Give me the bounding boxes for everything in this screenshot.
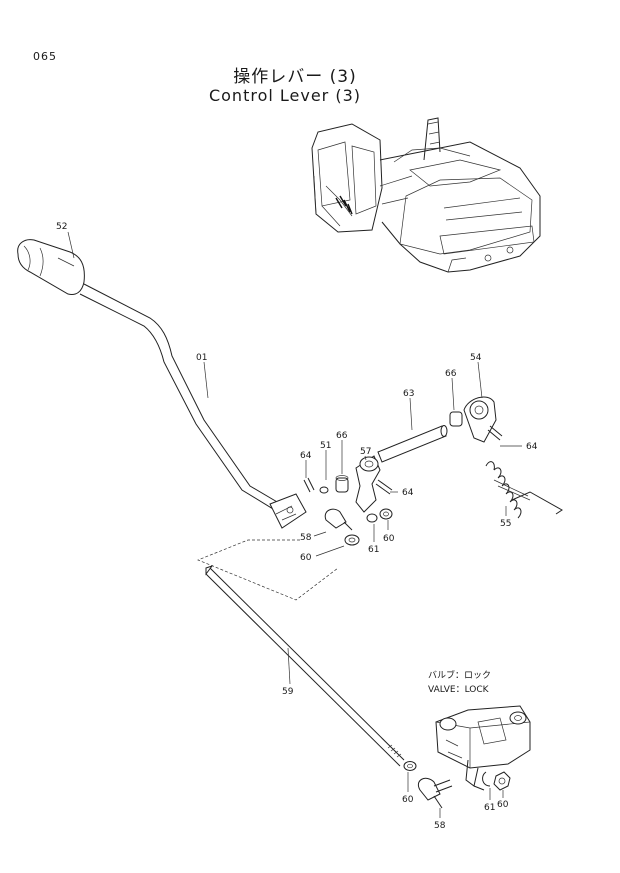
callout-01: 01: [196, 353, 207, 363]
callout-64-middle: 64: [402, 488, 414, 498]
lever-rod-part-01: [83, 283, 285, 507]
callout-52: 52: [56, 222, 67, 232]
callout-51: 51: [320, 441, 331, 451]
valve-caption-english: VALVE：LOCK: [428, 685, 490, 695]
callout-61-upper: 61: [368, 545, 379, 555]
grip-part-52: [17, 239, 85, 295]
rod-part-59: [205, 565, 405, 767]
callout-64-left: 64: [300, 451, 312, 461]
callout-labels: 52 01 54 66 63 64 51 66 57 64 64 55 58 6…: [56, 222, 538, 831]
callout-66-left: 66: [336, 431, 348, 441]
excavator-overview-illustration: [311, 117, 541, 273]
page-number: 065: [33, 50, 57, 63]
callout-60-lower-right: 60: [497, 800, 509, 810]
callout-58-upper: 58: [300, 533, 312, 543]
control-lever-assembly: [17, 239, 307, 529]
callout-66-right: 66: [445, 369, 457, 379]
callout-60-lower-left: 60: [402, 795, 414, 805]
callout-57: 57: [360, 447, 371, 457]
callout-58-lower: 58: [434, 821, 446, 831]
middle-hardware: [303, 396, 503, 546]
callout-55: 55: [500, 519, 511, 529]
spring-part-55: [485, 461, 563, 519]
callout-60-upper-left: 60: [300, 553, 312, 563]
callout-59: 59: [282, 687, 294, 697]
callout-61-lower: 61: [484, 803, 495, 813]
callout-60-upper-right: 60: [383, 534, 395, 544]
title-english: Control Lever (3): [208, 86, 362, 105]
callout-63: 63: [403, 389, 414, 399]
leader-lines: [67, 231, 522, 818]
valve-lock-illustration: [435, 705, 531, 791]
valve-caption-japanese: バルブ：ロック: [428, 669, 491, 681]
title-japanese: 操作レバー (3): [233, 67, 357, 87]
callout-64-right: 64: [526, 442, 538, 452]
callout-54: 54: [470, 353, 482, 363]
bottom-hardware: [403, 761, 511, 809]
